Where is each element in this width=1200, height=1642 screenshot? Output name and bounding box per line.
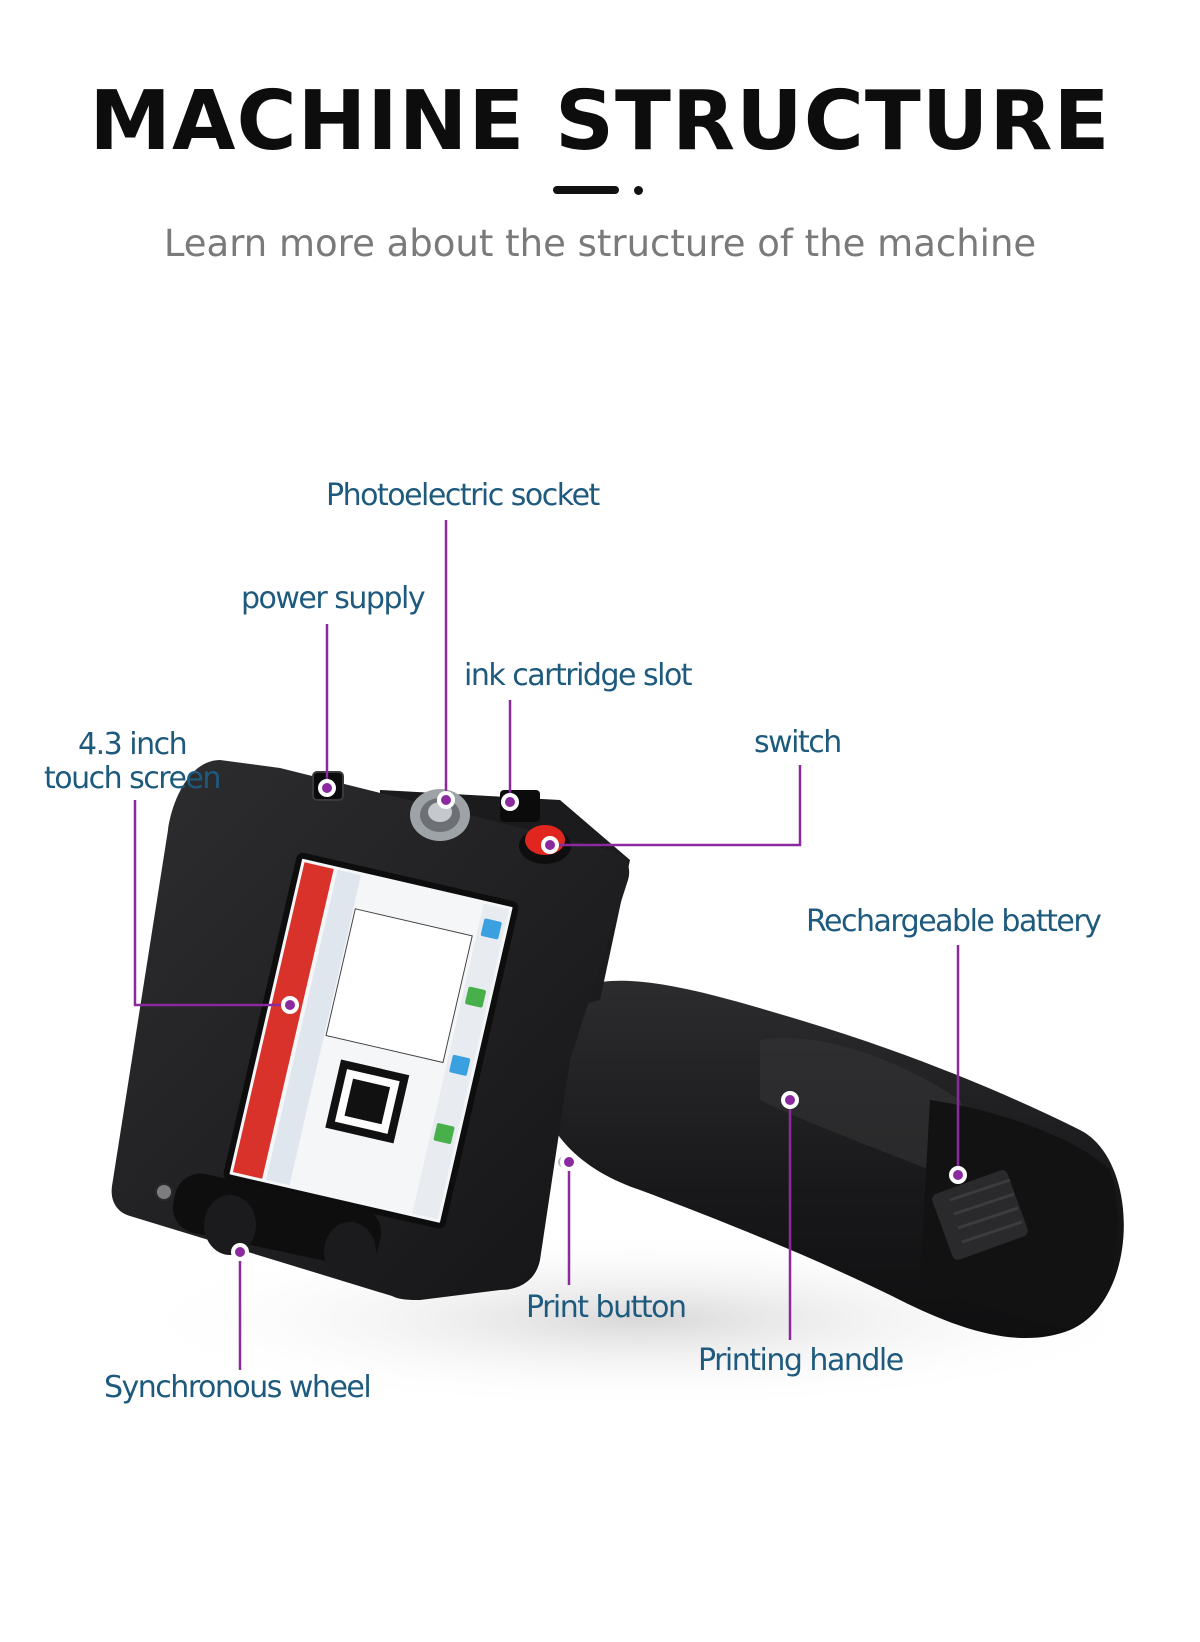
screw (155, 1183, 173, 1201)
callout-rechargeable-battery: Rechargeable battery (806, 904, 1102, 939)
leader-lines (133, 520, 960, 1370)
callout-markers (231, 779, 967, 1261)
title-underline-dot (634, 186, 643, 195)
callout-touch-screen-line2: touch screen (44, 761, 221, 796)
page-subtitle: Learn more about the structure of the ma… (163, 222, 1037, 265)
touch-screen-display (223, 852, 519, 1229)
callout-printing-handle: Printing handle (698, 1343, 904, 1378)
callout-print-button: Print button (526, 1290, 687, 1325)
callout-ink-cartridge-slot: ink cartridge slot (464, 658, 693, 693)
callout-power-supply: power supply (241, 581, 426, 616)
battery-latch-ridges (949, 1178, 1023, 1244)
page-title: MACHINE STRUCTURE (89, 74, 1111, 169)
callout-synchronous-wheel: Synchronous wheel (104, 1370, 372, 1405)
callout-touch-screen-line1: 4.3 inch (78, 727, 188, 762)
callout-photoelectric-socket: Photoelectric socket (326, 478, 600, 513)
handle-highlight (760, 1038, 969, 1170)
battery-latch (932, 1170, 1028, 1260)
title-underline (553, 186, 619, 194)
callout-switch: switch (754, 725, 842, 760)
